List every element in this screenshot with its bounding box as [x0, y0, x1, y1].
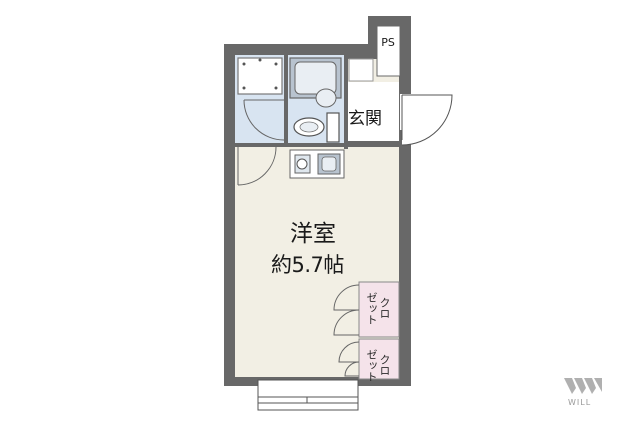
closet-2-label: ゼット クロ	[360, 340, 394, 390]
entrance-step	[347, 82, 399, 141]
shoe-box	[348, 58, 374, 82]
closet-1-box	[358, 281, 400, 338]
wall-top-closet	[347, 55, 399, 59]
closet-1-text-a: ゼット	[365, 291, 378, 325]
wall-wet-left	[284, 55, 288, 145]
room-size-label: 約5.7帖	[271, 253, 344, 277]
pipe-space-label: PS	[381, 36, 395, 49]
wet-door-swing	[243, 99, 285, 141]
room-door-swing	[237, 146, 277, 186]
brand-text: WILL	[568, 398, 592, 407]
wall-wet-bottom	[235, 143, 347, 147]
room-name-label: 洋室	[290, 221, 336, 247]
closet-1-text-b: クロ	[378, 297, 391, 319]
basin	[315, 88, 337, 108]
front-door-swing	[401, 94, 453, 146]
closet-1-label: ゼット クロ	[360, 283, 394, 333]
entrance-label: 玄関	[348, 109, 382, 129]
closet-2-box	[358, 338, 400, 380]
window-balcony	[257, 379, 359, 411]
closet-2-text-a: ゼット	[365, 348, 378, 382]
wall-wet-right	[344, 55, 348, 149]
closet-2-text-b: クロ	[378, 354, 391, 376]
wall-entrance-bottom	[347, 141, 399, 147]
pipe-space	[376, 25, 401, 77]
brand-logo-icon	[564, 378, 602, 394]
